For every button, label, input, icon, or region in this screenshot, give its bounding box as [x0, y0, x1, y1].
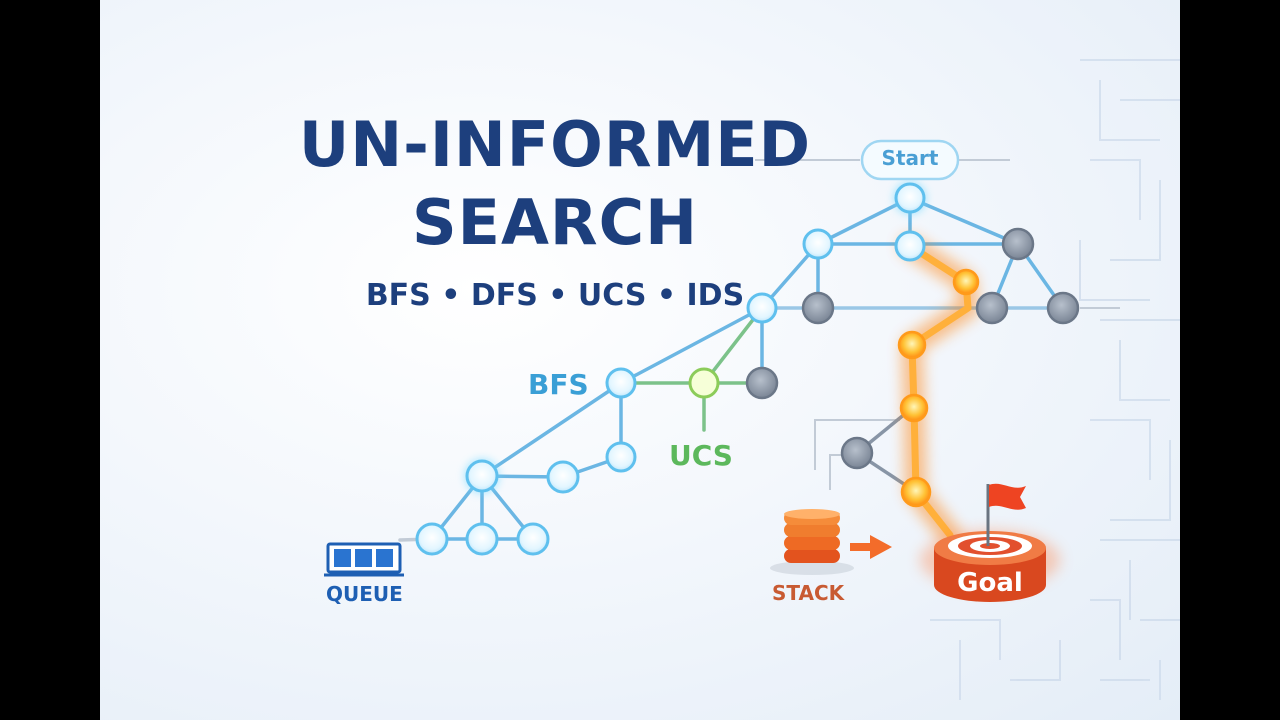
node — [745, 366, 779, 400]
node — [605, 441, 637, 473]
subtitle: BFS • DFS • UCS • IDS — [365, 278, 745, 313]
queue-label: QUEUE — [326, 582, 403, 606]
node — [415, 522, 449, 556]
title-line-1: UN-INFORMED — [298, 108, 812, 181]
goal-target-icon — [920, 530, 1060, 602]
node-ucs — [688, 367, 720, 399]
node — [546, 460, 580, 494]
slide: UN-INFORMED SEARCH BFS • DFS • UCS • IDS… — [100, 0, 1180, 720]
node — [802, 228, 834, 260]
queue-icon — [324, 542, 404, 577]
node — [465, 459, 499, 493]
node-bfs — [605, 367, 637, 399]
dfs-nodes — [897, 268, 980, 508]
visited-nodes — [415, 181, 927, 556]
node — [894, 230, 926, 262]
stack-icon — [770, 509, 854, 575]
maze-pattern — [930, 59, 1180, 700]
node — [801, 291, 835, 325]
node — [840, 436, 874, 470]
node — [1001, 227, 1035, 261]
flag-icon — [986, 483, 1026, 546]
node-start — [894, 182, 926, 214]
bfs-label: BFS — [528, 368, 589, 401]
node — [746, 292, 778, 324]
search-tree-diagram — [324, 59, 1180, 700]
start-pill — [860, 139, 960, 181]
arrow-right-icon — [850, 535, 892, 559]
node — [516, 522, 550, 556]
node — [465, 522, 499, 556]
ucs-label: UCS — [669, 439, 733, 472]
node — [1046, 291, 1080, 325]
node — [975, 291, 1009, 325]
start-label: Start — [881, 146, 939, 170]
goal-label: Goal — [957, 568, 1023, 598]
unvisited-nodes — [745, 227, 1080, 470]
stack-label: STACK — [772, 581, 845, 605]
title-line-2: SEARCH — [411, 186, 699, 259]
